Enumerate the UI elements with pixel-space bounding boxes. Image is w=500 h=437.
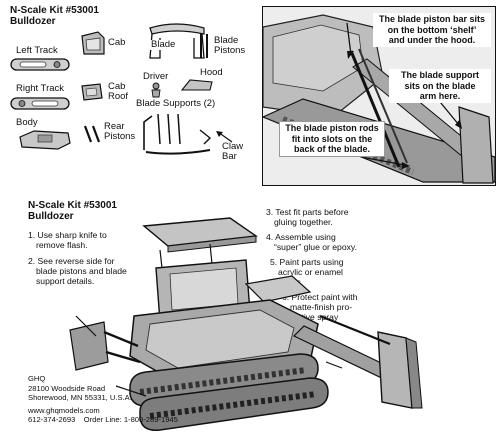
steps-left: 1. Use sharp knife to remove flash. 2. S… (28, 230, 148, 286)
kit-title-bottom: N-Scale Kit #53001 Bulldozer (28, 200, 117, 222)
label-cab: Cab (108, 37, 126, 48)
body-part (19, 130, 71, 150)
contact-info: GHQ 28100 Woodside Road Shorewood, MN 55… (28, 374, 178, 425)
label-rear-pistons: Rear Pistons (104, 121, 136, 142)
label-blade-supports: Blade Supports (2) (136, 98, 216, 109)
label-hood: Hood (200, 67, 223, 78)
cab-part (81, 31, 105, 55)
claw-bar-arrow (216, 131, 233, 143)
exploded-bulldozer-diagram (69, 217, 423, 431)
company-name: GHQ (28, 374, 46, 383)
label-left-track: Left Track (16, 45, 58, 56)
assembly-photo: The blade piston bar sits on the bottom … (262, 6, 496, 186)
step-4: 4. Assemble using “super” glue or epoxy. (266, 232, 357, 252)
callout-blade-support: The blade support sits on the blade arm … (389, 69, 491, 103)
callout-piston-bar: The blade piston bar sits on the bottom … (373, 13, 491, 47)
blade-pistons-part (200, 34, 208, 58)
label-cab-roof: Cab Roof (108, 81, 129, 102)
address-line-2: Shorewood, MN 55331, U.S.A. (28, 393, 132, 403)
cab-roof-part (81, 83, 103, 101)
hood-part (180, 79, 213, 91)
blade-supports-part (143, 113, 212, 155)
label-blade-pistons: Blade Pistons (214, 35, 246, 56)
parts-legend: N-Scale Kit #53001 Bulldozer Left Track … (0, 0, 258, 190)
label-body: Body (16, 117, 38, 128)
phone-line: 612-374-2693 Order Line: 1-800-289-1945 (28, 415, 178, 425)
callout-piston-rods: The blade piston rods fit into slots on … (279, 121, 385, 157)
label-blade: Blade (150, 39, 177, 50)
label-claw-bar: Claw Bar (222, 141, 244, 162)
right-track-part (10, 97, 70, 110)
left-track-part (10, 58, 70, 71)
label-driver: Driver (143, 71, 169, 82)
driver-part (151, 82, 161, 98)
step-2: 2. See reverse side for blade pistons an… (28, 256, 127, 286)
rear-pistons-part (83, 125, 101, 143)
label-right-track: Right Track (16, 83, 65, 94)
step-6: 6. Protect paint with matte-finish pro- … (282, 292, 358, 322)
address-line-1: 28100 Woodside Road (28, 383, 106, 393)
step-1: 1. Use sharp knife to remove flash. (28, 230, 107, 250)
bottom-section: N-Scale Kit #53001 Bulldozer 1. Use shar… (0, 190, 500, 437)
step-3: 3. Test fit parts before gluing together… (266, 207, 349, 227)
kit-title-top: N-Scale Kit #53001 Bulldozer (10, 5, 99, 27)
website-link[interactable]: www.ghqmodels.com (28, 405, 100, 415)
